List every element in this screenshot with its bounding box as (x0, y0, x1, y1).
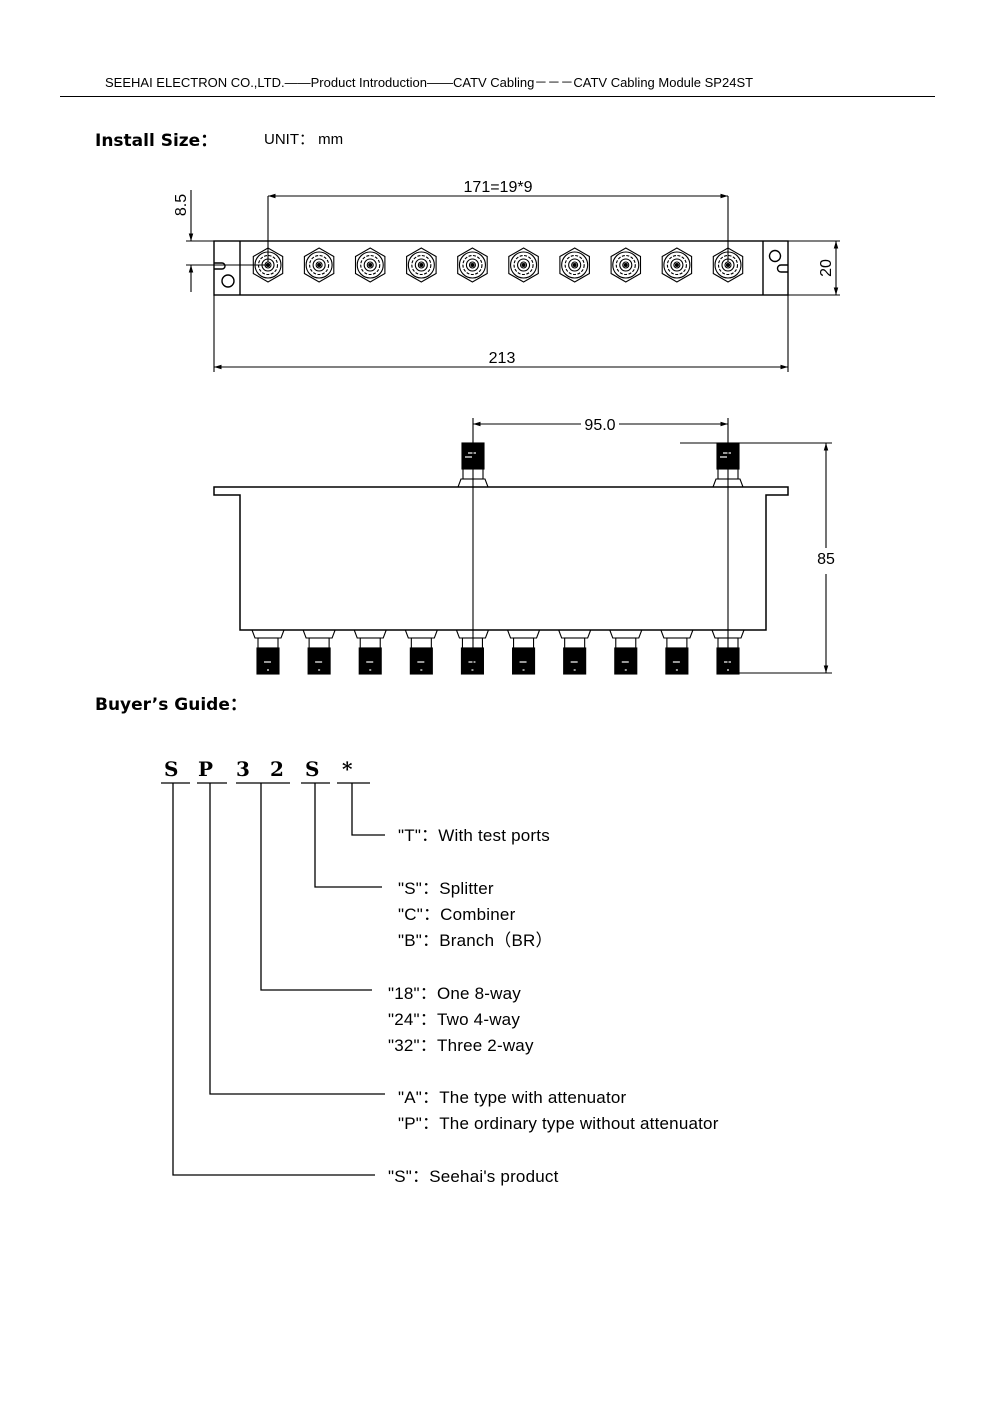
guide-18: "18"：One 8-way (388, 984, 521, 1003)
left-mount-hole (221, 274, 235, 288)
code-char-way-1: 3 (236, 757, 250, 781)
top-view (213, 240, 789, 296)
dim-85-bg (816, 548, 836, 574)
side-bottom-connector-icon (507, 629, 541, 675)
side-bottom-connector-icon (609, 629, 643, 675)
side-top-connectors (457, 442, 744, 488)
side-view-dimensions (472, 418, 832, 674)
top-connector-icon (610, 247, 642, 283)
document-header: SEEHAI ELECTRON CO.,LTD.——Product Introd… (105, 75, 754, 90)
install-size-title: Install Size： (95, 131, 218, 151)
guide-seehai: "S"：Seehai's product (388, 1167, 559, 1186)
code-char-attenuator: P (198, 757, 214, 781)
side-bottom-connector-icon (302, 629, 336, 675)
side-bottom-connector-icon (660, 629, 694, 675)
dim-pitch-label: 171=19*9 (464, 179, 533, 196)
side-view (213, 486, 789, 631)
top-connector-icon (354, 247, 386, 283)
guide-24: "24"：Two 4-way (388, 1010, 521, 1029)
code-char-type: S (305, 757, 320, 781)
code-char-brand: S (164, 757, 179, 781)
code-char-way-2: 2 (270, 757, 284, 781)
top-connector-icon (508, 247, 539, 283)
guide-no-attenuator: "P"：The ordinary type without attenuator (398, 1114, 719, 1133)
top-view-body (213, 240, 789, 296)
dim-spacing-label: 95.0 (584, 417, 615, 434)
side-bottom-connector-icon (251, 629, 285, 675)
side-bottom-connector-icon (455, 629, 489, 675)
dim-offset-label: 8.5 (173, 194, 190, 216)
dim-height-label: 20 (818, 259, 835, 277)
top-view-dimensions (186, 190, 840, 372)
right-mount-hole (768, 249, 782, 263)
side-bottom-connector-icon (558, 629, 592, 675)
side-bottom-connector-icon (353, 629, 387, 675)
dim-side-height-label: 85 (817, 551, 835, 568)
top-connector-icon (559, 247, 590, 283)
left-mount-slot (214, 262, 226, 270)
guide-combiner: "C"：Combiner (398, 905, 516, 924)
buyers-guide-title: Buyer’s Guide： (95, 695, 247, 715)
unit-label: UNIT： mm (264, 131, 344, 148)
code-char-test: * (342, 757, 353, 781)
side-bottom-connector-icon (404, 629, 438, 675)
guide-32: "32"：Three 2-way (388, 1036, 534, 1055)
side-bottom-connectors (251, 629, 745, 675)
side-view-body (213, 486, 789, 631)
top-connector-icon (406, 247, 437, 283)
guide-leaders (161, 782, 385, 1176)
guide-test-ports: "T"：With test ports (398, 826, 550, 845)
guide-branch: "B"：Branch（BR） (398, 931, 553, 950)
top-connector-icon (303, 247, 335, 283)
guide-splitter: "S"：Splitter (398, 879, 494, 898)
dim-width-label: 213 (489, 350, 516, 367)
top-connector-icon (457, 247, 488, 283)
header-divider (60, 96, 935, 97)
top-connectors (252, 247, 744, 283)
top-connector-icon (661, 247, 693, 283)
right-mount-slot (776, 264, 788, 273)
guide-attenuator: "A"：The type with attenuator (398, 1088, 627, 1107)
dim-spacing-bg (581, 414, 619, 432)
